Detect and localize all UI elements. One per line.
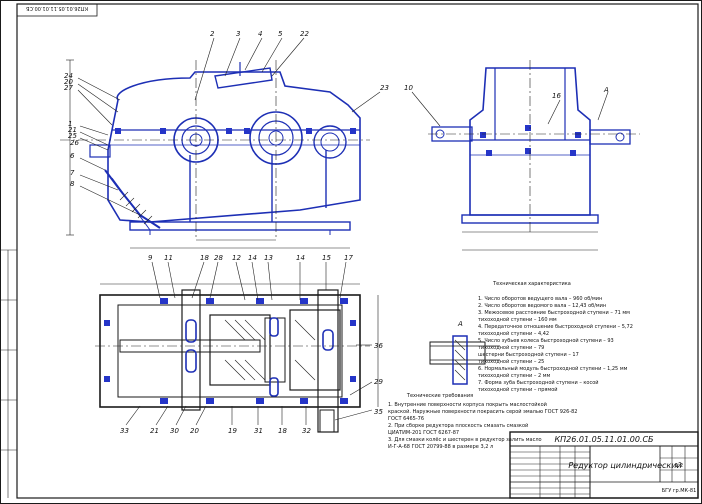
front-callout-label: 26 [70,139,79,147]
plan-view: 9 11 18 28 12 14 13 14 15 17 36 29 35 33 21 30 20 19 31 18 3… [95,254,383,435]
sheet-inner-frame [16,3,699,499]
tech-requirements: Технические требования 1. Внутренние пов… [388,393,577,450]
plan-input-shaft [181,289,201,411]
tech-characteristic-line: тихоходной ступени – 25 [478,358,544,365]
plan-callout-label: 31 [254,427,263,435]
tech-characteristic-line: шестерни быстроходной ступени – 17 [478,351,579,358]
tech-characteristic-line: 5. Число зубьев колеса быстроходной ступ… [478,337,614,344]
side-callout-label: 10 [404,84,413,92]
side-callout-label: 16 [552,92,561,100]
tech-characteristic-line: тихоходной ступени – 79 [478,344,544,351]
front-base-plate [129,221,351,231]
plan-callout-label: 14 [296,254,305,262]
front-input-shaft-end [89,144,111,158]
plan-callout-label: 28 [214,254,223,262]
tech-characteristics-title: Техническая характеристика [492,281,571,287]
plan-callout-label: 21 [150,427,159,435]
plan-callout-label: 13 [264,254,273,262]
plan-callout-label: 30 [170,427,179,435]
tech-characteristic-line: тихоходной ступени – прямой [478,386,558,393]
front-housing-outline [107,71,361,223]
front-oil-dipstick [104,169,161,229]
front-callout-label: 25 [68,132,77,140]
plan-callout-label: 18 [278,427,287,435]
front-callout-label: 8 [70,180,75,188]
binding-strip [0,249,17,498]
tech-characteristic-line: 2. Число оборотов ведомого вала – 12,43 … [478,303,606,309]
plan-callout-label: 9 [148,254,153,262]
tech-characteristic-line: 4. Передаточное отношение быстроходной с… [478,323,633,330]
plan-callout-label: 11 [164,254,173,262]
plan-callout-label: 35 [374,408,383,416]
tech-requirement-line: ГОСТ 6465-76 [388,416,424,422]
plan-callout-label: 29 [374,378,383,386]
front-callout-label: 7 [70,169,75,177]
corner-stamp-code: КП26.01.05.11.01.00.СБ [25,5,88,11]
front-bearing-boss-output [313,125,347,159]
front-callout-label: 4 [258,30,262,38]
tech-characteristic-line: 7. Форма зуба быстроходной ступени – кос… [478,379,599,386]
tech-characteristic-line: 6. Нормальный модуль быстроходной ступен… [478,365,628,372]
side-right-shaft [589,129,631,145]
tech-requirement-line: ЦИАТИМ-201 ГОСТ 6267-87 [388,430,459,436]
plan-fast-stage-gear [209,314,271,386]
tech-requirement-line: 2. При сборке редуктора плоскость смазат… [388,422,528,429]
tech-requirement-line: И-Г-А-68 ГОСТ 20799-88 в размере 3,2 л [388,444,493,450]
front-callout-label: 23 [380,84,389,92]
plan-callout-label: 19 [228,427,237,435]
title-block: КП26.01.05.11.01.00.СБ Редуктор цилиндри… [509,431,699,499]
front-callout-label: 22 [300,30,309,38]
plan-housing-outline [99,294,361,408]
front-callout-label: 21 [68,126,77,134]
tech-characteristic-line: 1. Число оборотов ведущего вала – 960 об… [478,296,602,302]
tech-requirement-line: 1. Внутренние поверхности корпуса покрыт… [388,401,547,408]
tech-requirements-title: Технические требования [406,393,473,399]
front-callout-label: 5 [278,30,283,38]
title-block-group: БГУ гр.МК-81 [662,488,697,494]
tech-characteristic-line: тихоходной ступени – 4,42 [478,330,549,337]
plan-callout-label: 33 [120,427,129,435]
tech-characteristics: Техническая характеристика 1. Число обор… [478,281,633,393]
side-callout-label: A [603,86,609,94]
detail-a-view: A [429,320,500,385]
corner-stamp: КП26.01.05.11.01.00.СБ [16,3,98,17]
plan-output-shaft [317,289,339,433]
tech-characteristic-line: тихоходной ступени – 2 мм [478,372,551,379]
title-block-code: КП26.01.05.11.01.00.СБ [554,435,654,444]
front-callout-label: 24 [64,72,73,80]
title-block-name: Редуктор цилиндрический [568,461,681,470]
plan-callout-label: 20 [190,427,199,435]
plan-callout-label: 18 [200,254,209,262]
front-callout-label: 2 [210,30,215,38]
front-callout-label: 6 [70,152,75,160]
tech-characteristic-line: 3. Межосевое расстояние быстроходной сту… [478,309,630,316]
plan-callout-label: 14 [248,254,257,262]
front-callout-label: 20 [64,78,73,86]
title-block-scale: 1:2 [675,463,683,469]
tech-characteristic-line: тихоходной ступени – 160 мм [478,316,557,323]
front-callout-label: 27 [64,84,73,92]
side-view: 10 A 16 [404,60,640,251]
plan-callout-label: 36 [374,342,383,350]
plan-callout-label: 17 [344,254,353,262]
detail-a-label: A [457,320,463,328]
plan-slow-stage-gear [289,309,341,391]
front-callout-label: 1 [68,120,72,128]
tech-requirement-line: 3. Для смазки колёс и шестерен в редукто… [388,437,542,443]
front-inspection-lid [214,67,273,89]
plan-callout-label: 12 [232,254,241,262]
tech-requirement-line: краской. Наружные поверхности покрасить … [388,408,577,415]
plan-callout-label: 32 [302,427,311,435]
plan-callout-label: 15 [322,254,331,262]
front-callout-label: 3 [236,30,240,38]
